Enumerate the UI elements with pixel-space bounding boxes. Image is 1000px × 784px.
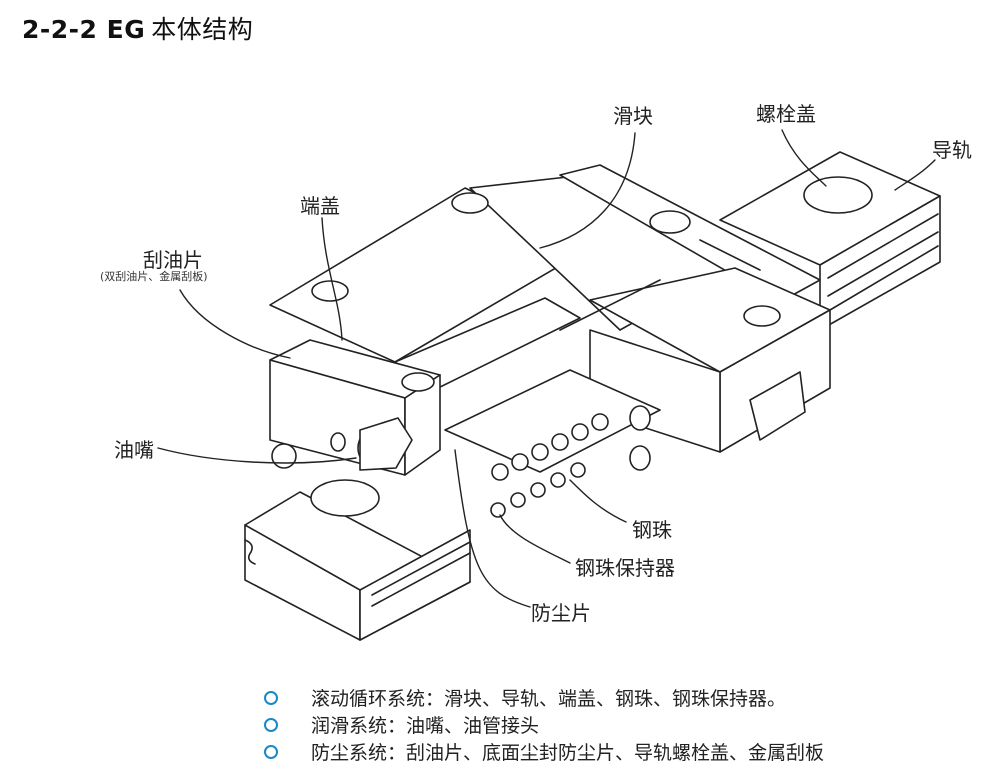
label-ball: 钢珠 — [632, 518, 672, 542]
title-text: 本体结构 — [151, 15, 254, 44]
label-scraper: 刮油片 — [143, 248, 203, 272]
label-slider: 滑块 — [613, 104, 653, 128]
title-number: 2-2-2 EG — [22, 15, 146, 44]
label-bolt-cap: 螺栓盖 — [756, 102, 816, 126]
rail-front — [244, 479, 471, 641]
steel-balls — [490, 413, 609, 518]
bullet-circle-icon — [264, 691, 278, 705]
end-cap-group — [269, 339, 441, 476]
slider-body — [269, 164, 831, 473]
rail-back — [719, 151, 941, 331]
label-scraper-note: (双刮油片、金属刮板) — [100, 270, 208, 283]
list-item-text: 润滑系统：油嘴、油管接头 — [311, 715, 540, 737]
label-grease-nipple: 油嘴 — [114, 438, 154, 462]
bullet-circle-icon — [264, 745, 278, 759]
list-item-text: 滚动循环系统：滑块、导轨、端盖、钢珠、钢珠保持器。 — [311, 688, 787, 710]
bullet-circle-icon — [264, 718, 278, 732]
label-end-cap: 端盖 — [300, 194, 340, 218]
label-rail: 导轨 — [932, 138, 972, 162]
list-item-text: 防尘系统：刮油片、底面尘封防尘片、导轨螺栓盖、金属刮板 — [311, 742, 825, 764]
leader-lines — [157, 129, 936, 608]
label-dust-seal: 防尘片 — [531, 601, 591, 625]
label-retainer: 钢珠保持器 — [575, 556, 675, 580]
